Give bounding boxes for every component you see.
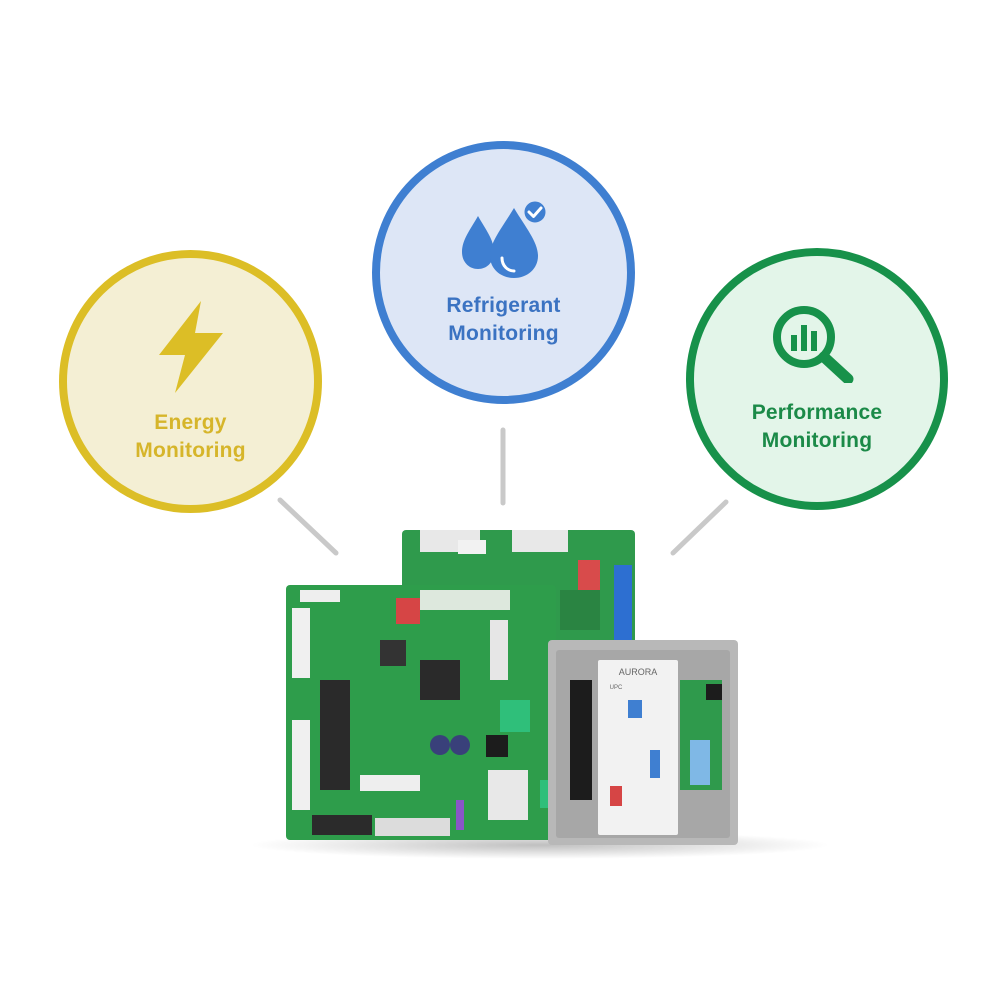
- module-model-text: UPC: [610, 685, 623, 691]
- connector-performance: [670, 499, 729, 556]
- connector-energy: [277, 497, 339, 556]
- lightning-bolt-icon: [158, 300, 223, 393]
- controller-module: AURORA UPC: [548, 640, 738, 845]
- performance-monitoring-circle: Performance Monitoring: [686, 248, 948, 510]
- performance-monitoring-label: Performance Monitoring: [751, 401, 883, 452]
- refrigerant-monitoring-label: Refrigerant Monitoring: [446, 293, 561, 345]
- energy-monitoring-circle: Energy Monitoring: [59, 250, 322, 513]
- magnifier-chart-icon: [773, 306, 854, 383]
- energy-monitoring-label: Energy Monitoring: [135, 410, 246, 462]
- module-brand-text: AURORA: [619, 667, 658, 677]
- refrigerant-monitoring-circle: Refrigerant Monitoring: [372, 141, 635, 404]
- main-circuit-board: [286, 585, 560, 840]
- water-drops-check-icon: [461, 198, 548, 278]
